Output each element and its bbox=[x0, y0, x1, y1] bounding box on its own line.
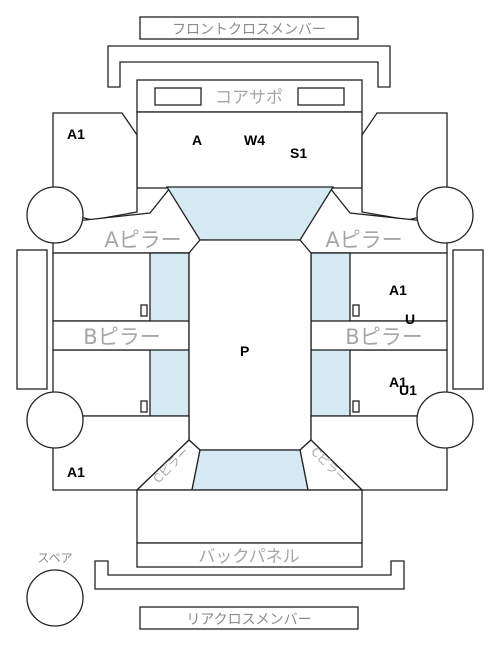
back-panel bbox=[136, 542, 363, 568]
front-right-door-handle bbox=[352, 304, 360, 317]
rear-left-wheel bbox=[26, 391, 84, 449]
mark-roof: P bbox=[240, 343, 249, 359]
rear-left-door-handle bbox=[140, 400, 148, 413]
right-side-panel bbox=[452, 249, 484, 390]
b-pillar-right-label: Bピラー bbox=[345, 325, 422, 349]
rear-cross-member-label: リアクロスメンバー bbox=[186, 612, 311, 628]
rear-bumper bbox=[94, 560, 405, 590]
mark-front-right-door-u: U bbox=[405, 311, 415, 327]
rear-right-wheel bbox=[416, 391, 474, 449]
front-cross-member-label: フロントクロスメンバー bbox=[172, 22, 326, 38]
spare-wheel bbox=[26, 569, 84, 627]
mark-front-left-fender: A1 bbox=[67, 126, 85, 142]
front-right-wheel bbox=[416, 186, 474, 244]
a-pillar-left-label: Aピラー bbox=[104, 228, 181, 252]
back-panel-label: バックパネル bbox=[198, 547, 299, 567]
trunk bbox=[136, 489, 363, 544]
b-pillar-right bbox=[310, 320, 448, 351]
rear-window bbox=[191, 449, 309, 491]
b-pillar-left-label: Bピラー bbox=[83, 325, 160, 349]
hood bbox=[136, 111, 363, 189]
mark-rear-right-door-u1: U1 bbox=[399, 382, 417, 398]
mark-hood-w4: W4 bbox=[244, 132, 265, 148]
front-bumper bbox=[107, 45, 391, 88]
core-support-left-slot bbox=[154, 87, 202, 106]
core-support-right-slot bbox=[297, 87, 345, 106]
b-pillar-left bbox=[52, 320, 190, 351]
mark-front-right-door-a1: A1 bbox=[389, 282, 407, 298]
mark-hood-a: A bbox=[192, 132, 202, 148]
front-left-wheel bbox=[26, 186, 84, 244]
mark-rear-left-quarter: A1 bbox=[67, 464, 85, 480]
spare-label: スペア bbox=[37, 551, 72, 565]
front-left-door-handle bbox=[140, 304, 148, 317]
front-cross-member-box bbox=[139, 16, 359, 40]
left-side-panel bbox=[16, 249, 48, 390]
a-pillar-right-label: Aピラー bbox=[325, 228, 402, 252]
rear-right-door-handle bbox=[352, 400, 360, 413]
mark-rear-right-door-a1: A1 bbox=[389, 374, 407, 390]
rear-cross-member-box bbox=[139, 606, 359, 630]
core-support-label: コアサポ bbox=[215, 88, 283, 108]
roof bbox=[188, 239, 312, 451]
mark-hood-s1: S1 bbox=[290, 145, 307, 161]
